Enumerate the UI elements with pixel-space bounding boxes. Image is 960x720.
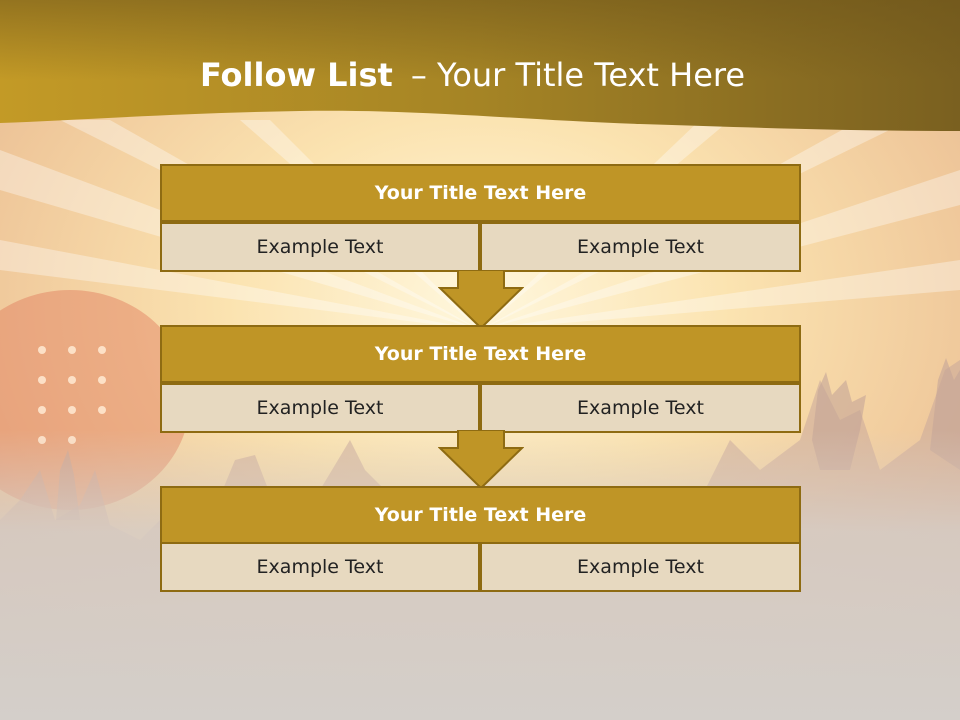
step-1-left-cell: Example Text [160, 222, 480, 272]
down-arrow-icon [438, 430, 524, 490]
step-1-title: Your Title Text Here [160, 164, 801, 222]
slide-title: Follow List – Your Title Text Here [0, 52, 945, 98]
step-2-block: Your Title Text Here Example Text Exampl… [160, 325, 801, 433]
step-3-right-cell: Example Text [480, 542, 801, 592]
down-arrow-icon [438, 270, 524, 330]
slide-title-bold: Follow List [199, 56, 393, 94]
step-1-block: Your Title Text Here Example Text Exampl… [160, 164, 801, 272]
step-3-left-cell: Example Text [160, 542, 480, 592]
step-2-title: Your Title Text Here [160, 325, 801, 383]
step-3-title: Your Title Text Here [160, 486, 801, 544]
step-1-right-cell: Example Text [480, 222, 801, 272]
step-2-left-cell: Example Text [160, 383, 480, 433]
step-3-block: Your Title Text Here Example Text Exampl… [160, 486, 801, 592]
slide-title-rest: – Your Title Text Here [410, 56, 746, 94]
step-2-right-cell: Example Text [480, 383, 801, 433]
